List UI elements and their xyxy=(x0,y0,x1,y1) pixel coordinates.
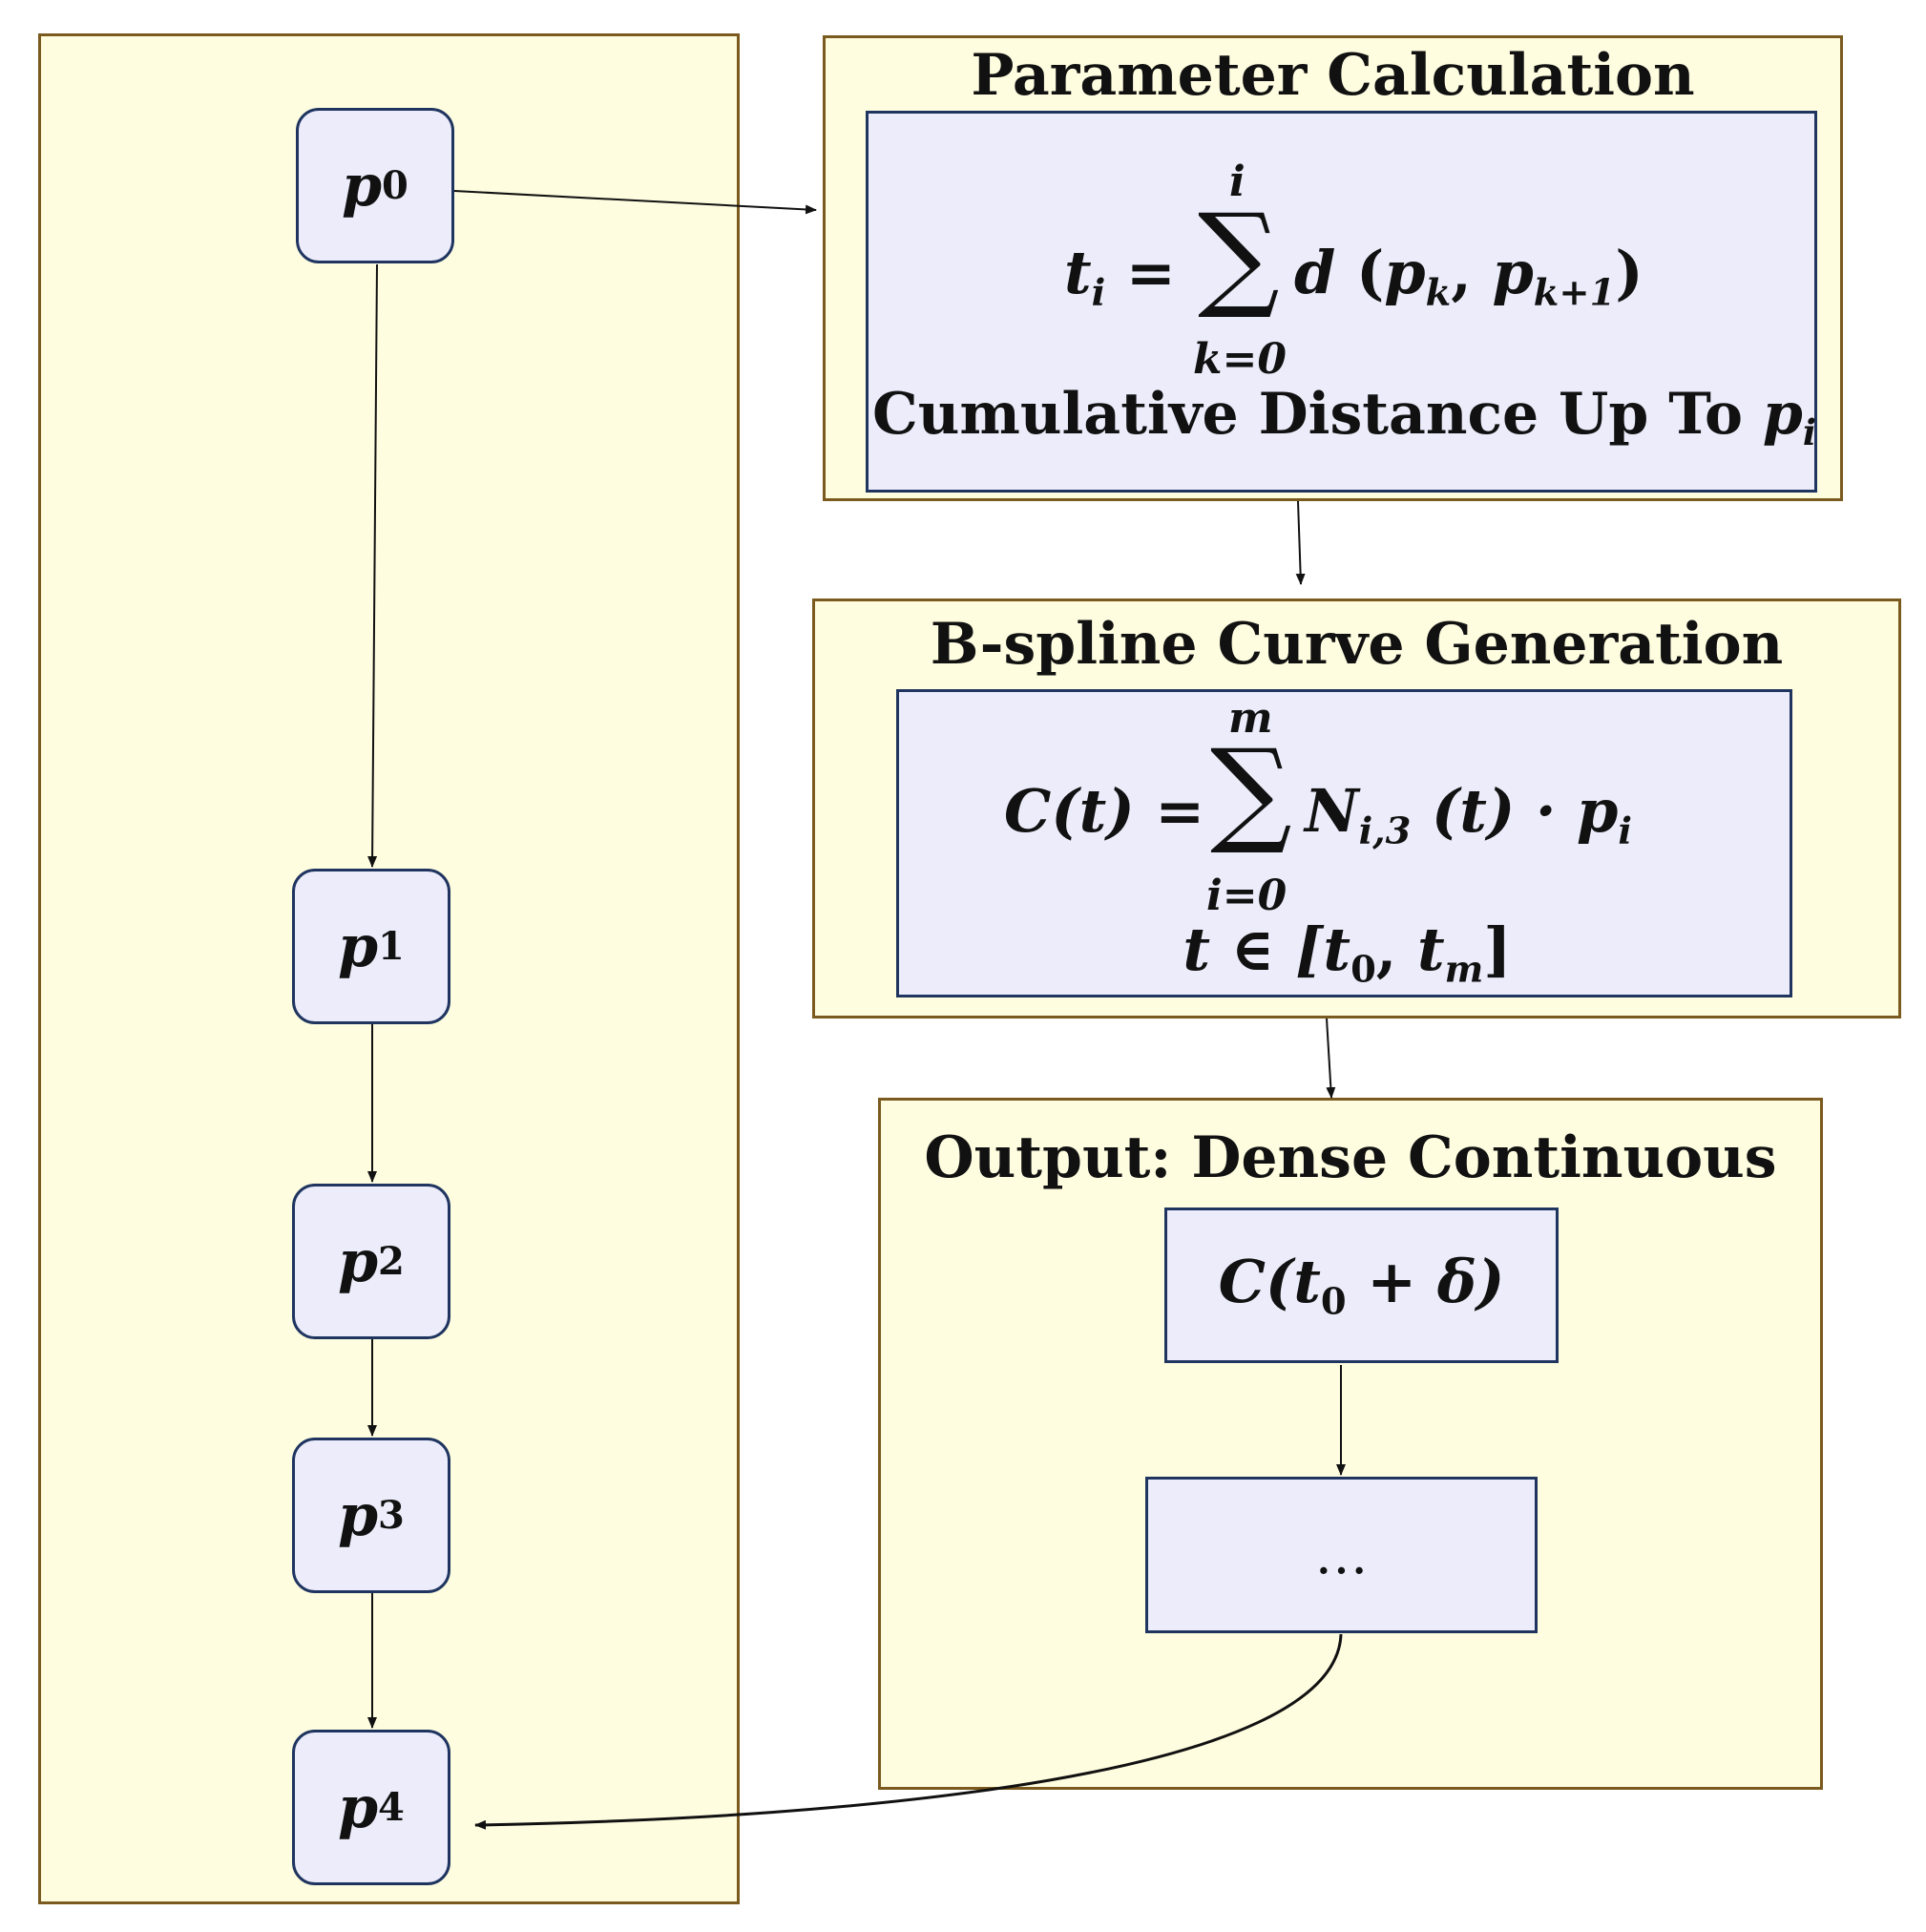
bspline-range-comma: , xyxy=(1375,914,1417,984)
parameter-formula-box: ti = i ∑ k=0 d (pk, pk+1) Cumulative Dis… xyxy=(866,111,1817,493)
arrow-p0-to-p1 xyxy=(367,263,378,868)
node-p2-subscript: 2 xyxy=(378,1239,405,1284)
arrow-bspline-to-output xyxy=(1326,1018,1336,1099)
param-rhs-b-sub: k+1 xyxy=(1533,271,1616,315)
output-ellipsis: … xyxy=(1314,1523,1369,1586)
node-p4-symbol: p xyxy=(338,1774,379,1841)
node-p3-subscript: 3 xyxy=(378,1493,405,1538)
param-caption-text: Cumulative Distance Up To xyxy=(872,381,1763,448)
param-rhs-open: ( xyxy=(1335,238,1385,307)
bspline-range-a-sub: 0 xyxy=(1350,948,1376,992)
arrow-output-to-p4 xyxy=(474,1633,1343,1830)
bspline-range-b-sub: m xyxy=(1444,948,1484,992)
param-sum-upper: i xyxy=(1229,158,1246,206)
bspline-formula-box: C(t) = m ∑ i=0 Ni,3 (t) · pi t ∈ [t0, tm… xyxy=(896,689,1792,998)
node-p3-symbol: p xyxy=(338,1481,379,1549)
bspline-range-a: t xyxy=(1323,914,1351,984)
output-first-sub: 0 xyxy=(1320,1280,1347,1324)
bspline-lhs: C(t) = xyxy=(1004,776,1205,846)
output-first-pre: C( xyxy=(1218,1247,1294,1317)
param-equals: = xyxy=(1125,238,1176,307)
bspline-range: t ∈ [t0, tm] xyxy=(899,914,1795,991)
bspline-sum-upper: m xyxy=(1228,694,1273,743)
bspline-range-pre: t ∈ [ xyxy=(1183,914,1324,984)
bspline-rhs: Ni,3 (t) · pi xyxy=(1305,776,1632,852)
bspline-title: B-spline Curve Generation xyxy=(930,611,1784,678)
bspline-sigma-icon: ∑ xyxy=(1210,725,1292,858)
node-p0-subscript: 0 xyxy=(382,163,408,208)
param-caption: Cumulative Distance Up To pi xyxy=(869,381,1820,453)
param-caption-subscript: i xyxy=(1802,410,1816,453)
parameter-calculation-title: Parameter Calculation xyxy=(971,42,1695,109)
bspline-range-b: t xyxy=(1416,914,1445,984)
param-lhs-subscript: i xyxy=(1091,271,1106,315)
param-caption-symbol: p xyxy=(1762,381,1803,448)
param-rhs-a-sub: k xyxy=(1425,271,1452,315)
node-p2-symbol: p xyxy=(338,1228,379,1295)
param-lhs: ti = xyxy=(1064,238,1176,314)
output-sample-box-ellipsis[interactable]: … xyxy=(1145,1477,1538,1633)
param-rhs-fn: d xyxy=(1294,238,1336,307)
param-sigma-icon: ∑ xyxy=(1198,190,1280,323)
node-p1-symbol: p xyxy=(338,913,379,980)
node-p4-subscript: 4 xyxy=(378,1785,405,1830)
bspline-point-sub: i xyxy=(1618,809,1633,853)
param-sum-lower: k=0 xyxy=(1193,335,1287,384)
output-first-post: + δ) xyxy=(1346,1247,1505,1317)
output-sample-box-first[interactable]: C(t0 + δ) xyxy=(1164,1208,1559,1363)
arrow-param-to-bspline xyxy=(1295,500,1306,585)
bspline-basis: N xyxy=(1305,776,1359,846)
output-first-formula: C(t0 + δ) xyxy=(1219,1247,1505,1323)
node-p0-symbol: p xyxy=(342,152,383,220)
bspline-sum-lower: i=0 xyxy=(1206,872,1287,920)
bspline-basis-sub: i,3 xyxy=(1358,809,1412,853)
param-lhs-symbol: t xyxy=(1064,238,1092,307)
output-first-t: t xyxy=(1293,1247,1321,1317)
arrow-p0-to-param xyxy=(453,190,817,215)
param-rhs-close: ) xyxy=(1615,238,1643,307)
param-rhs-b: p xyxy=(1492,238,1534,307)
bspline-basis-arg: (t) · xyxy=(1411,776,1578,846)
output-title: Output: Dense Continuous xyxy=(924,1124,1777,1191)
node-p1-subscript: 1 xyxy=(378,924,405,969)
param-rhs-a: p xyxy=(1384,238,1426,307)
bspline-point: p xyxy=(1577,776,1619,846)
param-rhs: d (pk, pk+1) xyxy=(1294,238,1643,314)
param-rhs-comma: , xyxy=(1451,238,1493,307)
bspline-range-close: ] xyxy=(1483,914,1512,984)
